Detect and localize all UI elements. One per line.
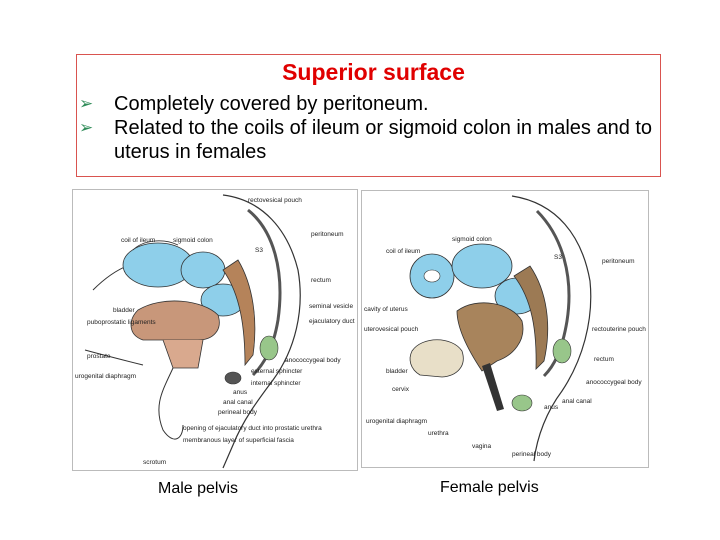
label-bladder: bladder [113,307,136,314]
label-sigmoid-colon: sigmoid colon [173,237,213,244]
male-pelvis-figure: rectovesical pouch coil of ileum sigmoid… [72,189,358,471]
label-coil-of-ileum: coil of ileum [386,248,420,255]
label-rectovesical-pouch: rectovesical pouch [248,197,302,204]
label-anococcygeal-body: anococcygeal body [285,357,341,364]
label-s3: S3 [554,254,562,261]
label-sigmoid-colon: sigmoid colon [452,236,492,243]
label-peritoneum: peritoneum [602,258,635,265]
label-perineal-body: perineal body [512,451,552,458]
label-urogenital-diaphragm: urogenital diaphragm [366,418,427,425]
label-internal-sphincter: internal sphincter [251,380,301,387]
label-anus: anus [544,404,559,411]
label-coil-of-ileum: coil of ileum [121,237,155,244]
label-vagina: vagina [472,443,492,450]
bullet-item: ➢ Related to the coils of ileum or sigmo… [1,116,674,164]
text-box: Superior surface ➢ Completely covered by… [76,54,661,177]
label-ejaculatory-duct: ejaculatory duct [309,318,355,325]
label-rectum: rectum [311,277,331,284]
male-pelvis-caption: Male pelvis [158,480,239,497]
bullet-text: Completely covered by peritoneum. [114,93,429,115]
label-s3: S3 [255,247,263,254]
slide-title: Superior surface [282,59,465,85]
male-pelvis-illustration: rectovesical pouch coil of ileum sigmoid… [75,194,355,469]
bullet-list: ➢ Completely covered by peritoneum. ➢ Re… [1,92,674,164]
label-rectouterine-pouch: rectouterine pouch [592,326,646,333]
bullet-item: ➢ Completely covered by peritoneum. [1,92,674,116]
label-perineal-body: perineal body [218,409,258,416]
label-scrotum: scrotum [143,459,166,466]
label-bladder: bladder [386,368,409,375]
female-pelvis-caption: Female pelvis [440,479,539,496]
label-anal-canal: anal canal [562,398,592,405]
label-external-sphincter: external sphincter [251,368,303,375]
female-pelvis-illustration: sigmoid colon coil of ileum S3 peritoneu… [364,195,646,462]
label-uterovesical-pouch: uterovesical pouch [364,326,419,333]
bullet-text: Related to the coils of ileum or sigmoid… [114,117,653,163]
label-cervix: cervix [392,386,410,393]
female-pelvis-figure: sigmoid colon coil of ileum S3 peritoneu… [361,190,649,468]
label-rectum: rectum [594,356,614,363]
label-cavity-of-uterus: cavity of uterus [364,306,408,313]
label-urogenital-diaphragm: urogenital diaphragm [75,373,136,380]
label-opening-ejaculatory-duct: opening of ejaculatory duct into prostat… [183,425,322,432]
label-seminal-vesicle: seminal vesicle [309,303,353,310]
label-anococcygeal-body: anococcygeal body [586,379,642,386]
label-anal-canal: anal canal [223,399,253,406]
label-anus: anus [233,389,248,396]
arrow-bullet-icon: ➢ [79,118,94,137]
label-prostate: prostate [87,353,111,360]
label-membranous-layer: membranous layer of superficial fascia [183,437,294,444]
label-urethra: urethra [428,430,449,437]
arrow-bullet-icon: ➢ [79,94,94,113]
label-puboprostatic-ligaments: puboprostatic ligaments [87,319,156,326]
label-peritoneum: peritoneum [311,231,344,238]
